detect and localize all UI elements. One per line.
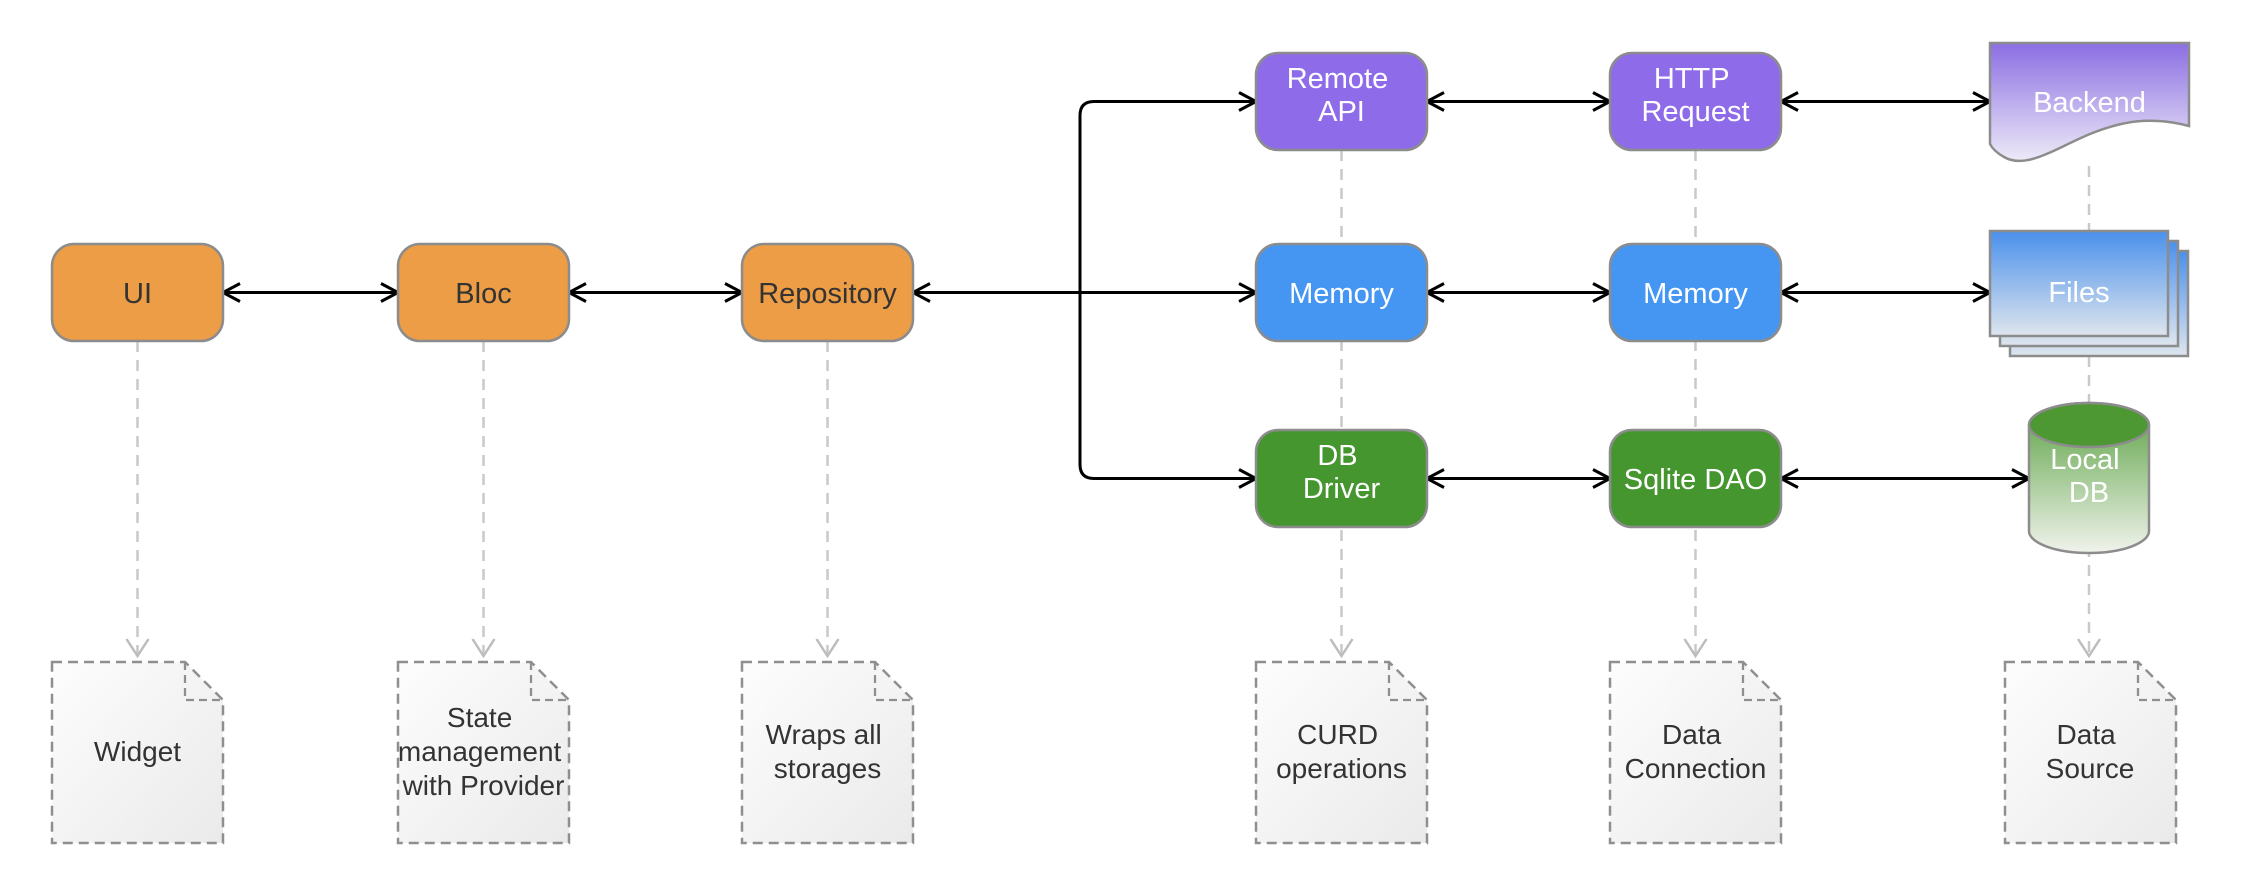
note-curd-operations-text-line2: operations	[1276, 753, 1407, 784]
note-curd-operations-text: CURD operations	[1276, 719, 1407, 784]
relation-arrows	[219, 91, 2033, 489]
note-curd-operations: CURD operations	[1254, 660, 1429, 845]
notes: Widget State management with Provider Wr…	[50, 660, 2178, 845]
node-local-db-label-line1: Local	[2050, 444, 2119, 476]
note-state-management-text-line1: State	[447, 702, 512, 733]
note-wraps-storages-text-line2: storages	[774, 753, 881, 784]
node-http-request-label-line2: Request	[1641, 96, 1749, 128]
node-files: Files	[1988, 229, 2190, 358]
node-memory-right: Memory	[1608, 242, 1783, 343]
note-data-source-text-line2: Source	[2046, 753, 2135, 784]
note-data-connection-text-line1: Data	[1662, 719, 1722, 750]
node-db-driver: DB Driver	[1254, 428, 1429, 529]
note-data-connection: Data Connection	[1608, 660, 1783, 845]
note-state-management-text-line2: management	[398, 736, 562, 767]
node-remote-api: Remote API	[1254, 51, 1429, 152]
node-db-driver-label-line1: DB	[1317, 440, 1357, 472]
note-data-source-text-line1: Data	[2057, 719, 2117, 750]
node-remote-api-label-line1: Remote	[1287, 63, 1389, 95]
note-state-management-shape	[396, 660, 571, 845]
node-ui-shape	[50, 242, 225, 343]
note-state-management-text: State management with Provider	[398, 702, 569, 801]
node-backend-shape	[1988, 41, 2191, 163]
node-repository: Repository	[740, 242, 915, 343]
node-local-db-label: Local DB	[2050, 444, 2127, 509]
note-wraps-storages-text-line1: Wraps all	[766, 719, 882, 750]
node-memory-left-shape	[1254, 242, 1429, 343]
arrow-repository-branch-remoteapi-dbdriver	[1078, 91, 1260, 489]
node-bloc: Bloc	[396, 242, 571, 343]
node-bloc-shape	[396, 242, 571, 343]
dashed-connectors	[125, 150, 2102, 659]
node-backend: Backend	[1988, 41, 2191, 163]
note-data-connection-text-line2: Connection	[1625, 753, 1767, 784]
node-repository-label: Repository	[758, 278, 897, 310]
note-wraps-storages-shape	[740, 660, 915, 845]
node-local-db-cap	[2027, 401, 2151, 449]
node-sqlite-dao: Sqlite DAO	[1608, 428, 1783, 529]
note-data-source: Data Source	[2003, 660, 2178, 845]
node-sqlite-dao-shape	[1608, 428, 1783, 529]
node-ui-label: UI	[123, 278, 152, 310]
node-bloc-label: Bloc	[455, 278, 511, 310]
node-remote-api-label: Remote API	[1287, 63, 1397, 128]
note-wraps-storages-text: Wraps all storages	[766, 719, 890, 784]
note-widget-text: Widget	[94, 736, 181, 767]
nodes: UI Bloc Repository Remote API HTTP Reque…	[50, 41, 2191, 555]
node-db-driver-shape	[1254, 428, 1429, 529]
node-files-shape	[1988, 229, 2170, 338]
node-remote-api-shape	[1254, 51, 1429, 152]
node-memory-left: Memory	[1254, 242, 1429, 343]
node-db-driver-label: DB Driver	[1303, 440, 1381, 505]
note-widget-text-line1: Widget	[94, 736, 181, 767]
node-files-label: Files	[2048, 277, 2109, 309]
node-http-request-label: HTTP Request	[1641, 63, 1749, 128]
node-http-request-label-line1: HTTP	[1654, 63, 1729, 95]
note-data-source-text: Data Source	[2046, 719, 2135, 784]
node-memory-right-label: Memory	[1643, 278, 1748, 310]
node-backend-label: Backend	[2033, 87, 2146, 119]
note-widget-shape	[50, 660, 225, 845]
node-http-request-shape	[1608, 51, 1783, 152]
note-state-management: State management with Provider	[396, 660, 571, 845]
node-local-db: Local DB	[2027, 401, 2151, 555]
node-memory-left-label: Memory	[1289, 278, 1394, 310]
node-repository-shape	[740, 242, 915, 343]
node-sqlite-dao-label: Sqlite DAO	[1624, 464, 1767, 496]
note-curd-operations-text-line1: CURD	[1297, 719, 1378, 750]
node-memory-right-shape	[1608, 242, 1783, 343]
node-ui: UI	[50, 242, 225, 343]
note-data-connection-shape	[1608, 660, 1783, 845]
note-curd-operations-shape	[1254, 660, 1429, 845]
note-data-source-shape	[2003, 660, 2178, 845]
note-widget: Widget	[50, 660, 225, 845]
node-local-db-label-line2: DB	[2069, 477, 2109, 509]
note-state-management-text-line3: with Provider	[402, 770, 565, 801]
note-data-connection-text: Data Connection	[1625, 719, 1767, 784]
node-db-driver-label-line2: Driver	[1303, 473, 1381, 505]
note-wraps-storages: Wraps all storages	[740, 660, 915, 845]
node-remote-api-label-line2: API	[1318, 96, 1365, 128]
node-http-request: HTTP Request	[1608, 51, 1783, 152]
